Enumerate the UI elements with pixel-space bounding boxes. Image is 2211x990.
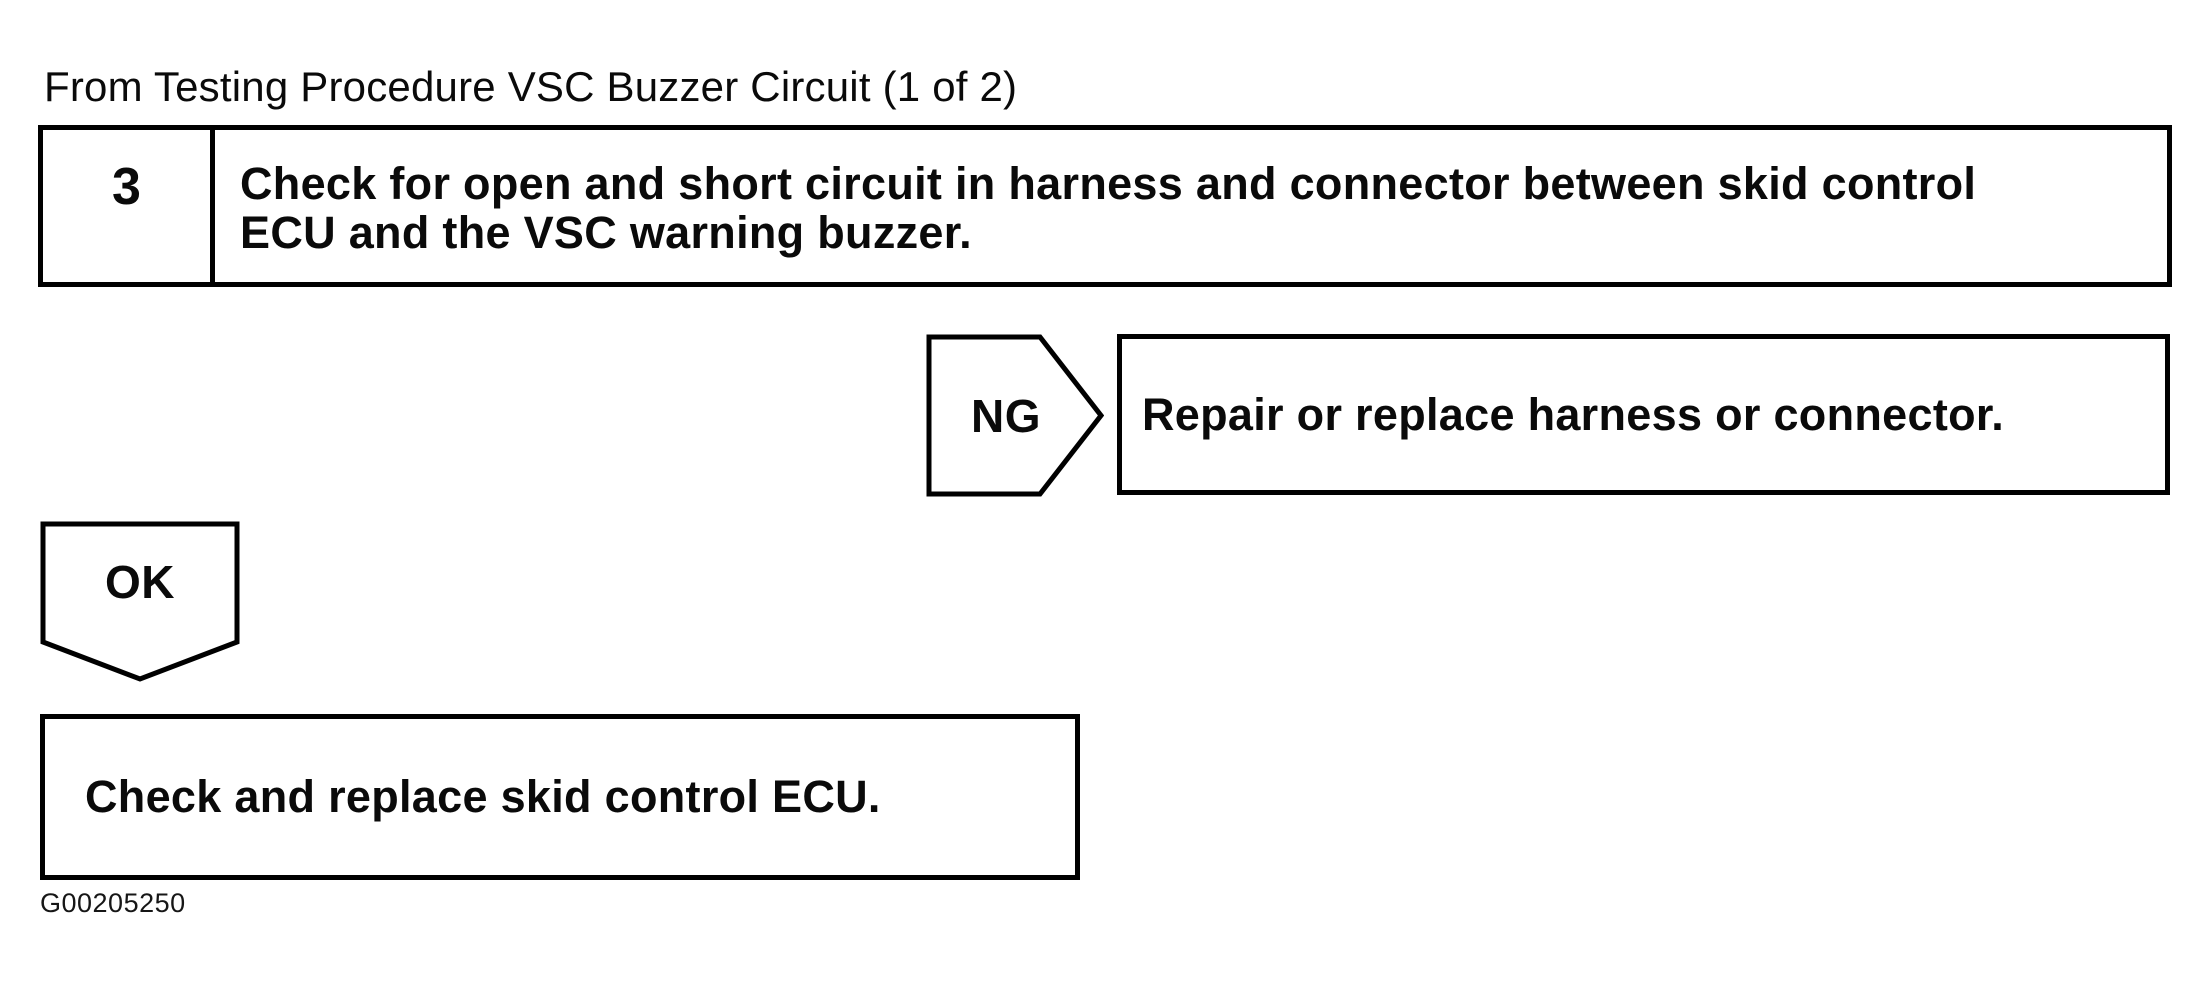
ok-result-box: Check and replace skid control ECU. bbox=[40, 714, 1080, 880]
step-instruction: Check for open and short circuit in harn… bbox=[240, 158, 1977, 258]
ng-action-text: Repair or replace harness or connector. bbox=[1142, 388, 2005, 440]
ng-arrow-pentagon-icon bbox=[926, 334, 1104, 497]
ok-action-text: Check and replace skid control ECU. bbox=[85, 771, 881, 822]
ok-label: OK bbox=[105, 556, 175, 608]
ok-connector: OK bbox=[40, 521, 240, 683]
source-reference-title: From Testing Procedure VSC Buzzer Circui… bbox=[44, 63, 1018, 110]
step-box: 3 Check for open and short circuit in ha… bbox=[38, 125, 2172, 287]
ok-arrow-pentagon-icon bbox=[40, 521, 240, 682]
ng-label: NG bbox=[971, 389, 1041, 442]
ng-connector: NG bbox=[926, 334, 1104, 497]
step-number: 3 bbox=[43, 130, 215, 282]
ng-result-box: Repair or replace harness or connector. bbox=[1117, 334, 2170, 495]
figure-id: G00205250 bbox=[40, 888, 186, 918]
